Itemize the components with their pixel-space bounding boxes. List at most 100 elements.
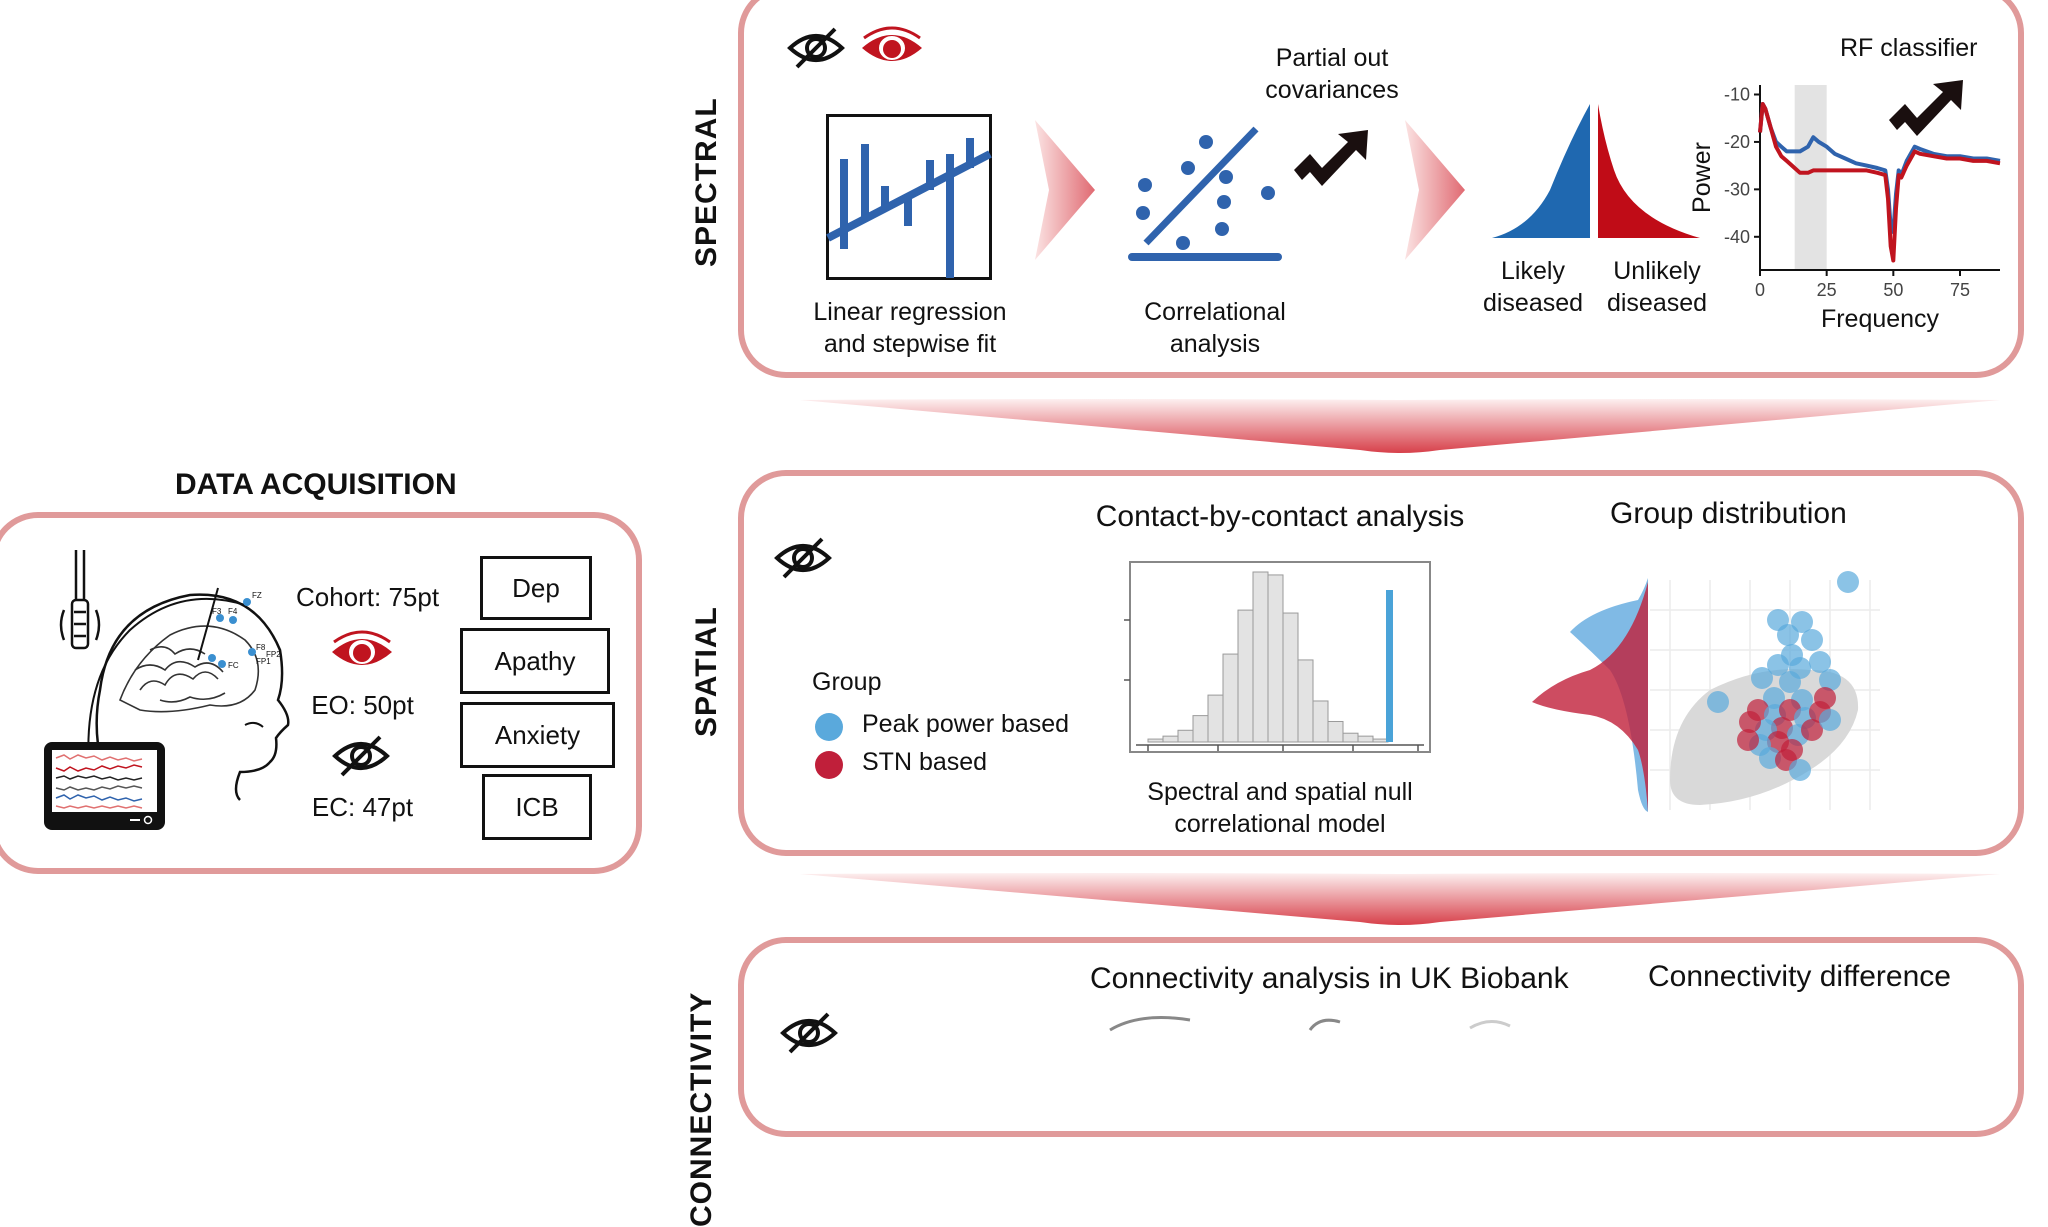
group-distribution-title: Group distribution xyxy=(1610,497,1847,530)
scatter-point-peak xyxy=(1759,747,1781,769)
y-axis-label: Power xyxy=(1688,142,1716,213)
electrode-label-f8: F8 xyxy=(256,643,266,652)
funnel-arrow-down xyxy=(800,399,2000,453)
correlation-scatter-plot xyxy=(1128,126,1282,261)
spectral-label: SPECTRAL xyxy=(690,97,723,267)
scatter-point-peak xyxy=(1767,654,1789,676)
x-tick-label: 50 xyxy=(1883,280,1903,300)
y-tick-label: -30 xyxy=(1724,179,1750,199)
group-distribution-plot xyxy=(1532,571,1880,812)
x-axis-label: Frequency xyxy=(1821,305,1940,333)
chevron-right-icon xyxy=(1035,120,1095,260)
electrode-label-fz: FZ xyxy=(252,591,262,600)
observed-value-bar xyxy=(1386,590,1393,742)
null-model-histogram xyxy=(1124,561,1431,753)
y-tick-label: -10 xyxy=(1724,84,1750,104)
series-line-1 xyxy=(1758,102,2001,263)
diseased-distribution-plot xyxy=(1492,104,1700,238)
eye-closed-icon xyxy=(787,27,845,69)
scatter-point-peak xyxy=(1801,629,1823,651)
null-model-caption: Spectral and spatial null correlational … xyxy=(1147,778,1413,838)
electrode-label-fp1: FP1 xyxy=(256,657,271,666)
scatter-point-stn xyxy=(1801,719,1823,741)
histogram-bar xyxy=(1282,612,1299,743)
score-box-anxiety: Anxiety xyxy=(460,702,615,768)
funnel-arrow-down xyxy=(800,873,2000,925)
rf-classifier-title: RF classifier xyxy=(1840,34,1978,62)
histogram-bar xyxy=(1297,659,1314,743)
partial-out-caption: Partial out covariances xyxy=(1265,44,1399,104)
legend-swatch xyxy=(815,713,843,741)
electrode-probe-icon xyxy=(59,550,101,650)
histogram-bar xyxy=(1327,720,1344,743)
x-tick-label: 25 xyxy=(1817,280,1837,300)
connectivity-difference-title: Connectivity difference xyxy=(1648,960,1951,993)
connectivity-title: Connectivity analysis in UK Biobank xyxy=(1090,962,1569,995)
histogram-bar xyxy=(1237,609,1254,743)
brain-outline-icon xyxy=(1109,1016,1511,1032)
scatter-point-stn xyxy=(1739,711,1761,733)
y-tick-label: -40 xyxy=(1724,227,1750,247)
cohort-label: Cohort: 75pt xyxy=(295,582,440,612)
connectivity-label: CONNECTIVITY xyxy=(685,991,718,1227)
legend-label: Peak power based xyxy=(862,710,1070,738)
scatter-point-stn xyxy=(1737,729,1759,751)
acquisition-title: DATA ACQUISITION xyxy=(175,468,457,501)
correl-caption: Correlational analysis xyxy=(1144,298,1286,358)
histogram-bar xyxy=(1357,735,1374,743)
y-tick-label: -20 xyxy=(1724,132,1750,152)
electrode-label-f3: F3 xyxy=(212,607,222,616)
chevron-right-icon xyxy=(1405,120,1465,260)
x-tick-label: 75 xyxy=(1950,280,1970,300)
legend-swatch xyxy=(815,751,843,779)
scatter-point-peak xyxy=(1707,691,1729,713)
histogram-bar xyxy=(1207,694,1224,743)
ec-label: EC: 47pt xyxy=(311,792,414,822)
scatter-point-peak xyxy=(1751,667,1773,689)
legend-label: STN based xyxy=(862,748,988,776)
unlikely-diseased-label: Unlikely diseased xyxy=(1606,257,1708,317)
scatter-point-peak xyxy=(1763,687,1785,709)
linreg-caption: Linear regression and stepwise fit xyxy=(813,298,1007,358)
contact-analysis-title: Contact-by-contact analysis xyxy=(1095,500,1465,533)
scatter-point-peak xyxy=(1791,611,1813,633)
histogram-bar xyxy=(1372,738,1389,743)
eye-closed-icon xyxy=(774,537,832,579)
histogram-bar xyxy=(1267,574,1284,743)
score-box-icb: ICB xyxy=(482,774,592,840)
electrode-label-fc: FC xyxy=(228,661,239,670)
eye-open-icon xyxy=(332,630,392,665)
eo-label: EO: 50pt xyxy=(311,690,414,720)
scatter-point-stn xyxy=(1814,687,1836,709)
x-tick-label: 0 xyxy=(1755,280,1765,300)
scatter-point-peak xyxy=(1809,651,1831,673)
scatter-point-peak xyxy=(1779,671,1801,693)
eye-open-icon xyxy=(862,26,922,61)
trend-up-arrow-icon xyxy=(1294,130,1368,186)
histogram-bar xyxy=(1192,715,1209,743)
histogram-bar xyxy=(1147,738,1164,743)
eye-closed-icon xyxy=(332,735,390,777)
histogram-bar xyxy=(1342,732,1359,743)
scatter-point-peak xyxy=(1819,709,1841,731)
score-box-dep: Dep xyxy=(480,556,592,620)
scatter-point-peak xyxy=(1789,759,1811,781)
electrode-label-f4: F4 xyxy=(228,607,238,616)
legend-title: Group xyxy=(812,668,882,696)
likely-diseased-label: Likely diseased xyxy=(1482,257,1584,317)
series-line-0 xyxy=(1758,102,2001,235)
scatter-point-peak xyxy=(1777,624,1799,646)
histogram-bar xyxy=(1162,735,1179,743)
eye-closed-icon xyxy=(780,1012,838,1054)
shaded-band xyxy=(1794,85,1827,270)
spatial-label: SPATIAL xyxy=(690,606,723,737)
trend-up-arrow-icon xyxy=(1889,80,1963,136)
scatter-point-peak xyxy=(1837,571,1859,593)
histogram-bar xyxy=(1177,729,1194,743)
histogram-bar xyxy=(1312,700,1329,743)
scatter-point-peak xyxy=(1819,669,1841,691)
linear-regression-plot xyxy=(826,114,992,280)
histogram-bar xyxy=(1222,653,1239,743)
electrode-label-fp2: FP2 xyxy=(266,650,281,659)
